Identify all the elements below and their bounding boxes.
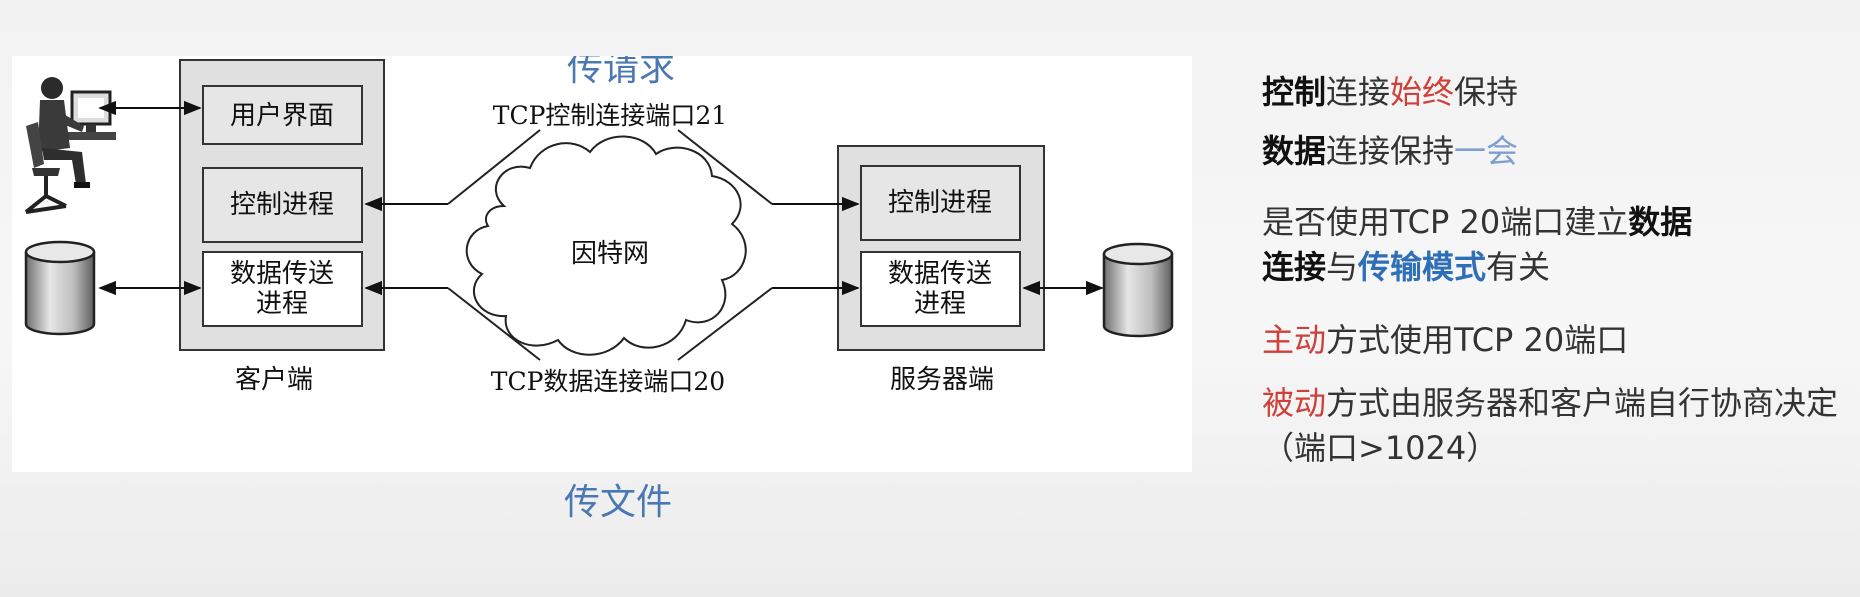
file-annotation-wrapper: 传文件 <box>564 482 672 523</box>
note-connection-text: 连接 <box>1326 73 1391 111</box>
client-data-box <box>202 251 363 327</box>
note-data-keep-text: 连接保持 <box>1326 132 1455 170</box>
server-control-label: 控制进程 <box>888 188 992 218</box>
notes-panel: 控制连接始终保持 数据连接保持一会 是否使用TCP 20端口建立数据 连接与传输… <box>1262 70 1852 471</box>
user-computer-icon <box>24 77 116 214</box>
server-label: 服务器端 <box>890 365 994 395</box>
note-related-text: 有关 <box>1486 248 1551 286</box>
client-database-icon <box>24 240 96 336</box>
control-funnel-right <box>677 129 773 205</box>
note-data-keyword: 数据 <box>1262 132 1327 170</box>
note-port20-connection-keyword: 连接 <box>1262 248 1327 286</box>
client-data-label-line2: 进程 <box>256 289 308 319</box>
note-passive-keyword: 被动 <box>1262 384 1327 422</box>
note-keep-text: 保持 <box>1454 73 1519 111</box>
note-data-connection: 数据连接保持一会 <box>1262 129 1852 174</box>
data-port-label: TCP数据连接端口20 <box>491 367 725 396</box>
request-annotation: 传请求 <box>567 56 675 89</box>
client-control-label: 控制进程 <box>230 190 334 220</box>
file-annotation: 传文件 <box>564 482 672 523</box>
note-while-keyword: 一会 <box>1454 132 1519 170</box>
client-ui-label: 用户界面 <box>230 101 334 131</box>
note-active-mode: 主动方式使用TCP 20端口 <box>1262 318 1852 363</box>
note-passive-text: 方式由服务器和客户端自行协商决定（端口>1024） <box>1262 384 1839 467</box>
note-control-keyword: 控制 <box>1262 73 1327 111</box>
internet-cloud <box>465 135 747 356</box>
server-data-box <box>860 251 1021 327</box>
control-port-label: TCP控制连接端口21 <box>493 101 727 130</box>
ftp-diagram: 用户界面 控制进程 数据传送 进程 客户端 控制进程 数据传送 进程 服务器端 … <box>24 56 1174 396</box>
note-passive-mode: 被动方式由服务器和客户端自行协商决定（端口>1024） <box>1262 381 1852 471</box>
data-funnel-right <box>677 287 773 361</box>
server-control-box <box>860 165 1021 241</box>
note-port20-data-keyword: 数据 <box>1628 203 1693 241</box>
server-data-label-line1: 数据传送 <box>888 259 992 289</box>
note-transfer-mode-keyword: 传输模式 <box>1358 248 1487 286</box>
note-active-text: 方式使用TCP 20端口 <box>1326 321 1629 359</box>
server-database-icon <box>1102 242 1174 338</box>
client-ui-box <box>202 85 363 145</box>
control-funnel-left <box>447 129 541 205</box>
note-active-keyword: 主动 <box>1262 321 1327 359</box>
client-control-box <box>202 167 363 243</box>
client-label: 客户端 <box>235 365 313 395</box>
note-and-text: 与 <box>1326 248 1359 286</box>
ftp-diagram-panel: 用户界面 控制进程 数据传送 进程 客户端 控制进程 数据传送 进程 服务器端 … <box>12 56 1192 472</box>
server-data-label-line2: 进程 <box>914 289 966 319</box>
internet-label: 因特网 <box>571 239 649 269</box>
note-port20-text: 是否使用TCP 20端口建立 <box>1262 203 1629 241</box>
client-data-label-line1: 数据传送 <box>230 259 334 289</box>
note-always-keyword: 始终 <box>1390 73 1455 111</box>
note-control-connection: 控制连接始终保持 <box>1262 70 1852 115</box>
note-port20-usage: 是否使用TCP 20端口建立数据 连接与传输模式有关 <box>1262 200 1852 290</box>
data-funnel-left <box>447 287 541 361</box>
